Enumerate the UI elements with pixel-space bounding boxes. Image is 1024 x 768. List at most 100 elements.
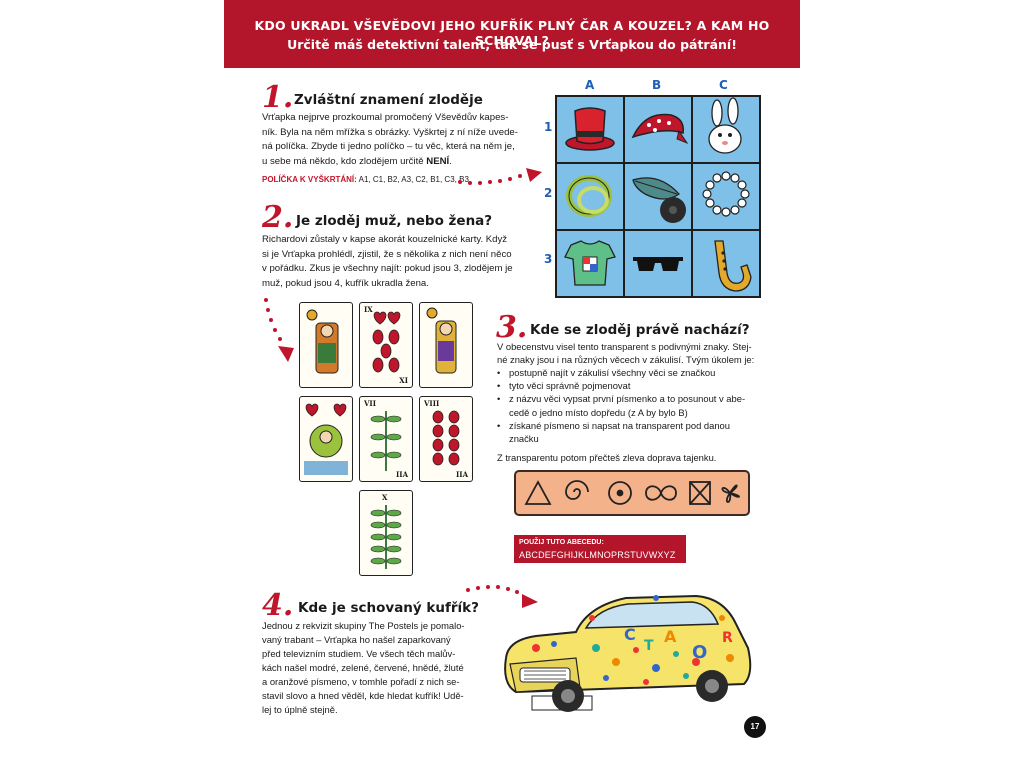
car-letter: A [664,627,677,646]
emphasis-word: NENÍ [426,155,450,167]
cell-b1[interactable] [625,97,691,162]
spiral-icon [565,480,589,500]
text-line: muž, pokud jsou 4, kufřík ukradla žena. [262,277,429,289]
text-line: z názvu věci vypsat první písmenko a to … [509,393,746,405]
cell-a2[interactable] [557,164,623,229]
cell-c3[interactable] [693,231,759,296]
card-rank: IIA [396,470,408,479]
text-line: Richardovi zůstaly v kapse akorát kouzel… [262,234,508,245]
period: . [449,155,452,167]
cell-a3[interactable] [557,231,623,296]
text-line: značku [509,433,539,445]
section-2-title: Je zloděj muž, nebo žena? [296,213,493,229]
hearts-card-pips [372,311,401,373]
feather-icon [632,177,686,223]
row-header-3: 3 [544,252,553,266]
card-rank: VIII [424,399,440,408]
column-header-b: B [652,78,662,92]
text-line: ník. Byla na něm mřížka s obrázky. Vyškr… [262,126,518,138]
car-letter: C [624,625,636,644]
leaves-card-pips [370,505,402,569]
card-rank: XI [399,376,408,385]
text-line: Vrťapka nejprve prozkoumal promočený Vše… [262,112,509,123]
text-line: před televizním studiem. Ve všech těch m… [262,648,456,659]
cell-c1[interactable] [693,97,759,162]
playing-card[interactable] [299,302,353,388]
cell-c2[interactable] [693,164,759,229]
text-line: získané písmeno si napsat na transparent… [509,419,730,431]
row-header-1: 1 [544,120,553,134]
section-2-text: Richardovi zůstaly v kapse akorát kouzel… [262,233,547,291]
playing-card[interactable] [419,302,473,388]
text-line: stavil slovo a hned věděl, kde hledat ku… [262,690,464,701]
cross-list: POLÍČKA K VYŠKRTÁNÍ: A1, C1, B2, A3, C2,… [262,173,469,188]
column-header-c: C [719,78,728,92]
cross-values: A1, C1, B2, A3, C2, B1, C3, B3 [358,175,469,184]
clover-icon [721,484,740,503]
task-item: z názvu věci vypsat první písmenko a to … [497,392,767,418]
saxophone-icon [714,240,752,292]
text-line: si je Vrťapka prohlédl, zjistil, že s ně… [262,248,512,260]
text-line: V obecenstvu visel tento transparent s p… [497,341,752,352]
text-line: u sebe má někdo, kdo zlodějem určitě [262,155,424,167]
text-line: tyto věci správně pojmenovat [509,380,631,392]
text-line: né znaky jsou i na různých věcech v záku… [497,354,755,366]
header-banner: KDO UKRADL VŠEVĚDOVI JEHO KUFŘÍK PLNÝ ČA… [224,0,800,68]
cell-b3[interactable] [625,231,691,296]
car-letter: R [722,630,733,646]
car-letter: O [692,642,707,663]
task-list: postupně najít v zákulisí všechny věci s… [497,366,767,445]
section-4-number: 4. [262,588,294,623]
top-hat-icon [565,107,615,151]
circled-dot-icon [616,489,624,497]
section-1-number: 1. [262,80,294,115]
workbook-page: KDO UKRADL VŠEVĚDOVI JEHO KUFŘÍK PLNÝ ČA… [224,0,800,768]
section-3-number: 3. [496,310,528,345]
card-rank: IIA [456,470,468,479]
playing-card[interactable]: IX XI [359,302,413,388]
playing-card[interactable]: X [359,490,413,576]
alphabet-text: ABCDEFGHIJKLMNOPRSTUVWXYZ [519,550,676,560]
playing-card[interactable]: VIII IIA [419,396,473,482]
tshirt-icon [564,240,616,286]
section-4-title: Kde je schovaný kufřík? [298,600,479,616]
section-3-intro: V obecenstvu visel tento transparent s p… [497,340,767,366]
crossed-box-icon [689,481,711,505]
car-letter: T [644,638,654,654]
section-3-title: Kde se zloděj právě nachází? [530,322,750,338]
section-1-text: Vrťapka nejprve prozkoumal promočený Vše… [262,111,547,169]
dotted-arrow-1 [458,168,542,185]
pearl-necklace-icon [702,171,750,217]
section-4-text: Jednou z rekvizit skupiny The Postels je… [262,619,510,717]
task-item: tyto věci správně pojmenovat [497,379,767,392]
rabbit-icon [708,97,742,154]
cell-a1[interactable] [557,97,623,162]
section-2-number: 2. [262,200,294,235]
cell-b2[interactable] [625,164,691,229]
playing-card[interactable]: VII IIA [359,396,413,482]
card-rank: IX [364,305,373,314]
infinity-icon [645,485,677,501]
ace-hearts-card [304,403,348,475]
card-rank: X [382,493,388,502]
section-1-title: Zvláštní znamení zloděje [294,92,483,108]
text-line: vaný trabant – Vrťapka ho našel zaparkov… [262,634,451,645]
alphabet-label: POUŽIJ TUTO ABECEDU: [519,539,604,546]
picture-grid [555,95,761,298]
playing-card[interactable] [299,396,353,482]
bandana-icon [631,113,689,145]
sunglasses-icon [633,257,683,271]
text-line: a oranžové písmeno, v tomhle pořadí z ni… [262,676,460,687]
text-line: cedě o jedno místo dopředu (z A by bylo … [509,406,688,418]
jack-card-figure [426,307,457,374]
hearts-card-pips [432,410,460,466]
symbol-row [524,480,740,505]
symbol-banner [514,470,750,516]
task-item: postupně najít v zákulisí všechny věci s… [497,366,767,379]
text-line: Jednou z rekvizit skupiny The Postels je… [262,620,465,631]
task-item: získané písmeno si napsat na transparent… [497,419,767,445]
text-line: lej to úplně stejně. [262,704,338,715]
leaves-card-pips [370,411,402,471]
banner-subtitle: Určitě máš detektivní talent, tak se pus… [287,37,737,52]
text-line: ná políčka. Zbyde ti jedno políčko – tu … [262,141,515,152]
